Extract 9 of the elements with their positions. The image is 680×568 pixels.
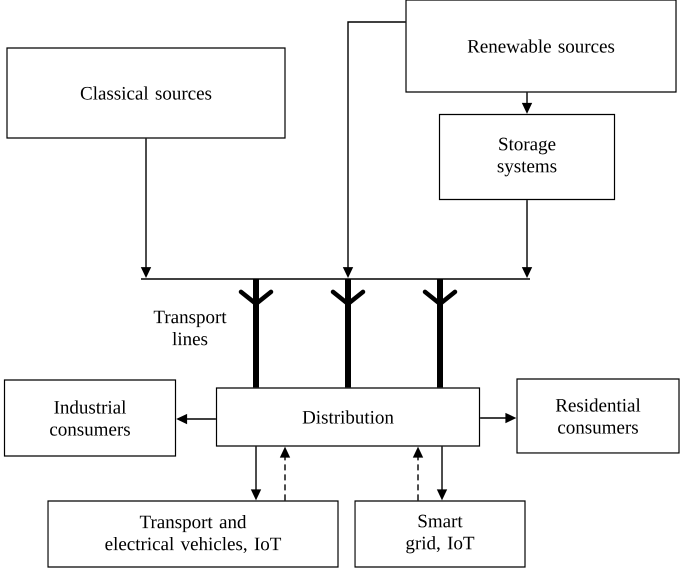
process-box: Renewable sources — [405, 0, 677, 93]
process-box: Classical sources — [6, 47, 286, 139]
process-box: Residential consumers — [516, 378, 680, 454]
line-label: Transport lines — [154, 310, 226, 346]
process-box: Smart grid, IoT — [354, 500, 526, 568]
process-box: Industrial consumers — [4, 379, 176, 457]
process-box: Transport and electrical vehicles, IoT — [47, 500, 339, 568]
process-box: Distribution — [216, 387, 480, 447]
process-box: Storage systems — [438, 114, 616, 200]
